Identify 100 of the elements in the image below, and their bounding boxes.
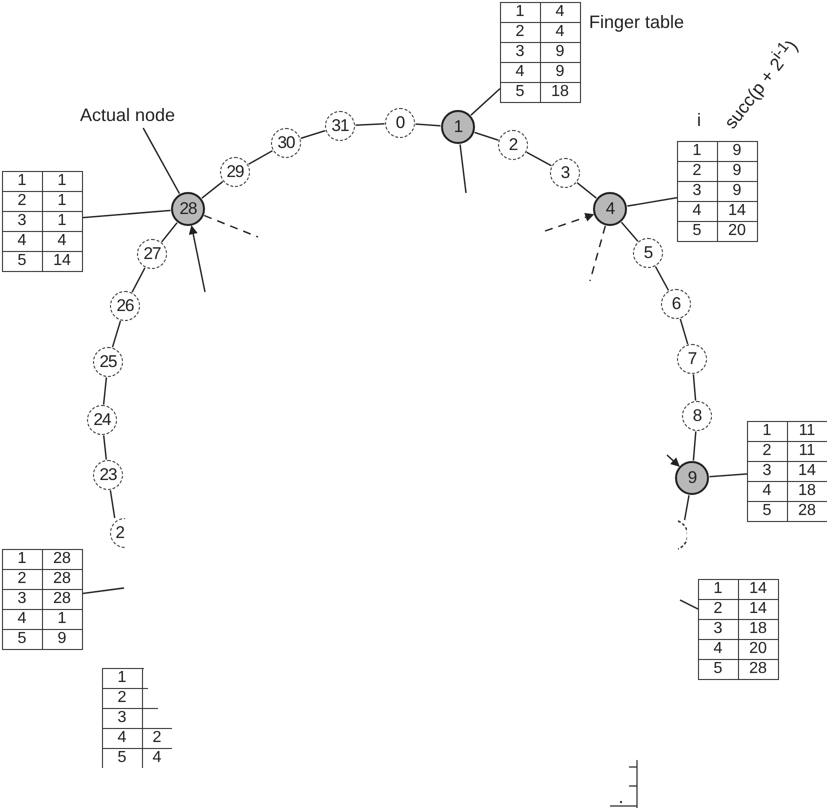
table-cell: 5	[698, 659, 739, 680]
dashed-node-circle: 26	[110, 291, 140, 321]
table-cell: 11	[787, 441, 827, 462]
connector-line	[589, 226, 606, 282]
connector-line	[110, 490, 116, 518]
table-cell: 5	[500, 82, 541, 103]
table-cell: 18	[787, 481, 827, 502]
connector-line	[248, 150, 273, 165]
connector-line	[684, 495, 690, 520]
connector-line	[620, 222, 638, 242]
table-cell: 1	[747, 421, 788, 442]
arrow	[666, 454, 680, 467]
connector-line	[474, 132, 499, 141]
dashed-node-circle: 25	[93, 347, 123, 377]
connector-line	[201, 181, 224, 199]
connector-line	[300, 130, 326, 139]
circle-fragment: 2	[110, 518, 125, 548]
callout-text: Actual node	[80, 102, 192, 128]
connector-line	[680, 318, 688, 344]
finger-table	[2, 171, 82, 271]
leader-line	[82, 587, 124, 594]
table-cell: 11	[787, 421, 827, 442]
finger-table	[2, 549, 82, 649]
leader-line	[142, 128, 180, 194]
connector-line	[526, 152, 552, 166]
table-cell: 1	[42, 191, 83, 212]
finger-table	[747, 421, 827, 521]
table-cell: 1	[2, 171, 43, 192]
dashed-node-circle: 2	[498, 130, 528, 160]
circle-fragment	[677, 520, 687, 550]
table-cell: 4	[698, 639, 739, 660]
table-cell: 9	[717, 181, 758, 202]
connector-line	[576, 182, 597, 199]
table-cell: 2	[500, 22, 541, 43]
table-cell: 3	[2, 589, 43, 610]
table-cell: 9	[540, 62, 581, 83]
table-cell: 18	[540, 82, 581, 103]
connector-line	[355, 123, 385, 126]
table-cell: 1	[102, 668, 143, 689]
connector-line	[459, 144, 467, 194]
table-cell: 2	[2, 569, 43, 590]
leader-line	[709, 473, 748, 478]
connector-line	[415, 123, 441, 126]
table-cell: 28	[738, 659, 779, 680]
table-cell: 2	[747, 441, 788, 462]
table-cell: 14	[738, 579, 779, 600]
table-cell: 28	[787, 501, 827, 522]
filled-node-circle: 4	[593, 192, 627, 226]
leader-line	[470, 88, 500, 116]
dashed-node-circle: 5	[633, 238, 663, 268]
table-cell: 5	[677, 221, 718, 242]
connector-line	[102, 377, 108, 405]
table-cell: 1	[2, 549, 43, 570]
table-cell: 3	[500, 42, 541, 63]
connector-line	[692, 374, 696, 401]
table-cell: 4	[747, 481, 788, 502]
table-cell: 4	[540, 2, 581, 23]
dashed-node-circle: 29	[220, 157, 250, 187]
table-cell: 4	[2, 231, 43, 252]
dashed-node-circle: 31	[325, 111, 355, 141]
table-cell: 14	[42, 251, 83, 272]
leader-line	[680, 599, 698, 610]
arrow	[544, 212, 594, 232]
table-cell: 4	[142, 748, 173, 769]
table-cell: 4	[500, 62, 541, 83]
connector-line	[654, 266, 670, 291]
table-cell: 28	[42, 569, 83, 590]
dashed-node-circle: 8	[682, 401, 712, 431]
table-cell: 28	[42, 549, 83, 570]
connector-line	[161, 222, 178, 242]
finger-table	[677, 141, 757, 241]
dashed-node-circle: 0	[385, 108, 415, 138]
connector-line	[204, 214, 258, 238]
table-cell: 2	[677, 161, 718, 182]
table-cell: 9	[540, 42, 581, 63]
table-cell: 9	[42, 629, 83, 650]
table-cell: 1	[42, 171, 83, 192]
dashed-node-circle: 24	[87, 405, 117, 435]
connector-line	[131, 267, 146, 293]
table-cell: 5	[747, 501, 788, 522]
table-cell: 3	[698, 619, 739, 640]
table-cell: 14	[717, 201, 758, 222]
table-cell: 4	[540, 22, 581, 43]
table-cell: 3	[102, 708, 143, 729]
dashed-node-circle: 6	[661, 289, 691, 319]
table-cell: 5	[2, 629, 43, 650]
table-cell: 20	[717, 221, 758, 242]
table-cell: 3	[2, 211, 43, 232]
table-cell: 20	[738, 639, 779, 660]
table-cell: 28	[42, 589, 83, 610]
filled-node-circle: 28	[171, 192, 205, 226]
table-cell: 3	[677, 181, 718, 202]
finger-table	[698, 579, 778, 679]
leader-line	[627, 197, 678, 207]
filled-node-circle: 1	[441, 110, 475, 144]
table-cell: 4	[102, 728, 143, 749]
table-cell: 4	[677, 201, 718, 222]
dashed-node-circle: 30	[271, 128, 301, 158]
dashed-node-circle: 27	[137, 239, 167, 269]
table-cell: 5	[2, 251, 43, 272]
